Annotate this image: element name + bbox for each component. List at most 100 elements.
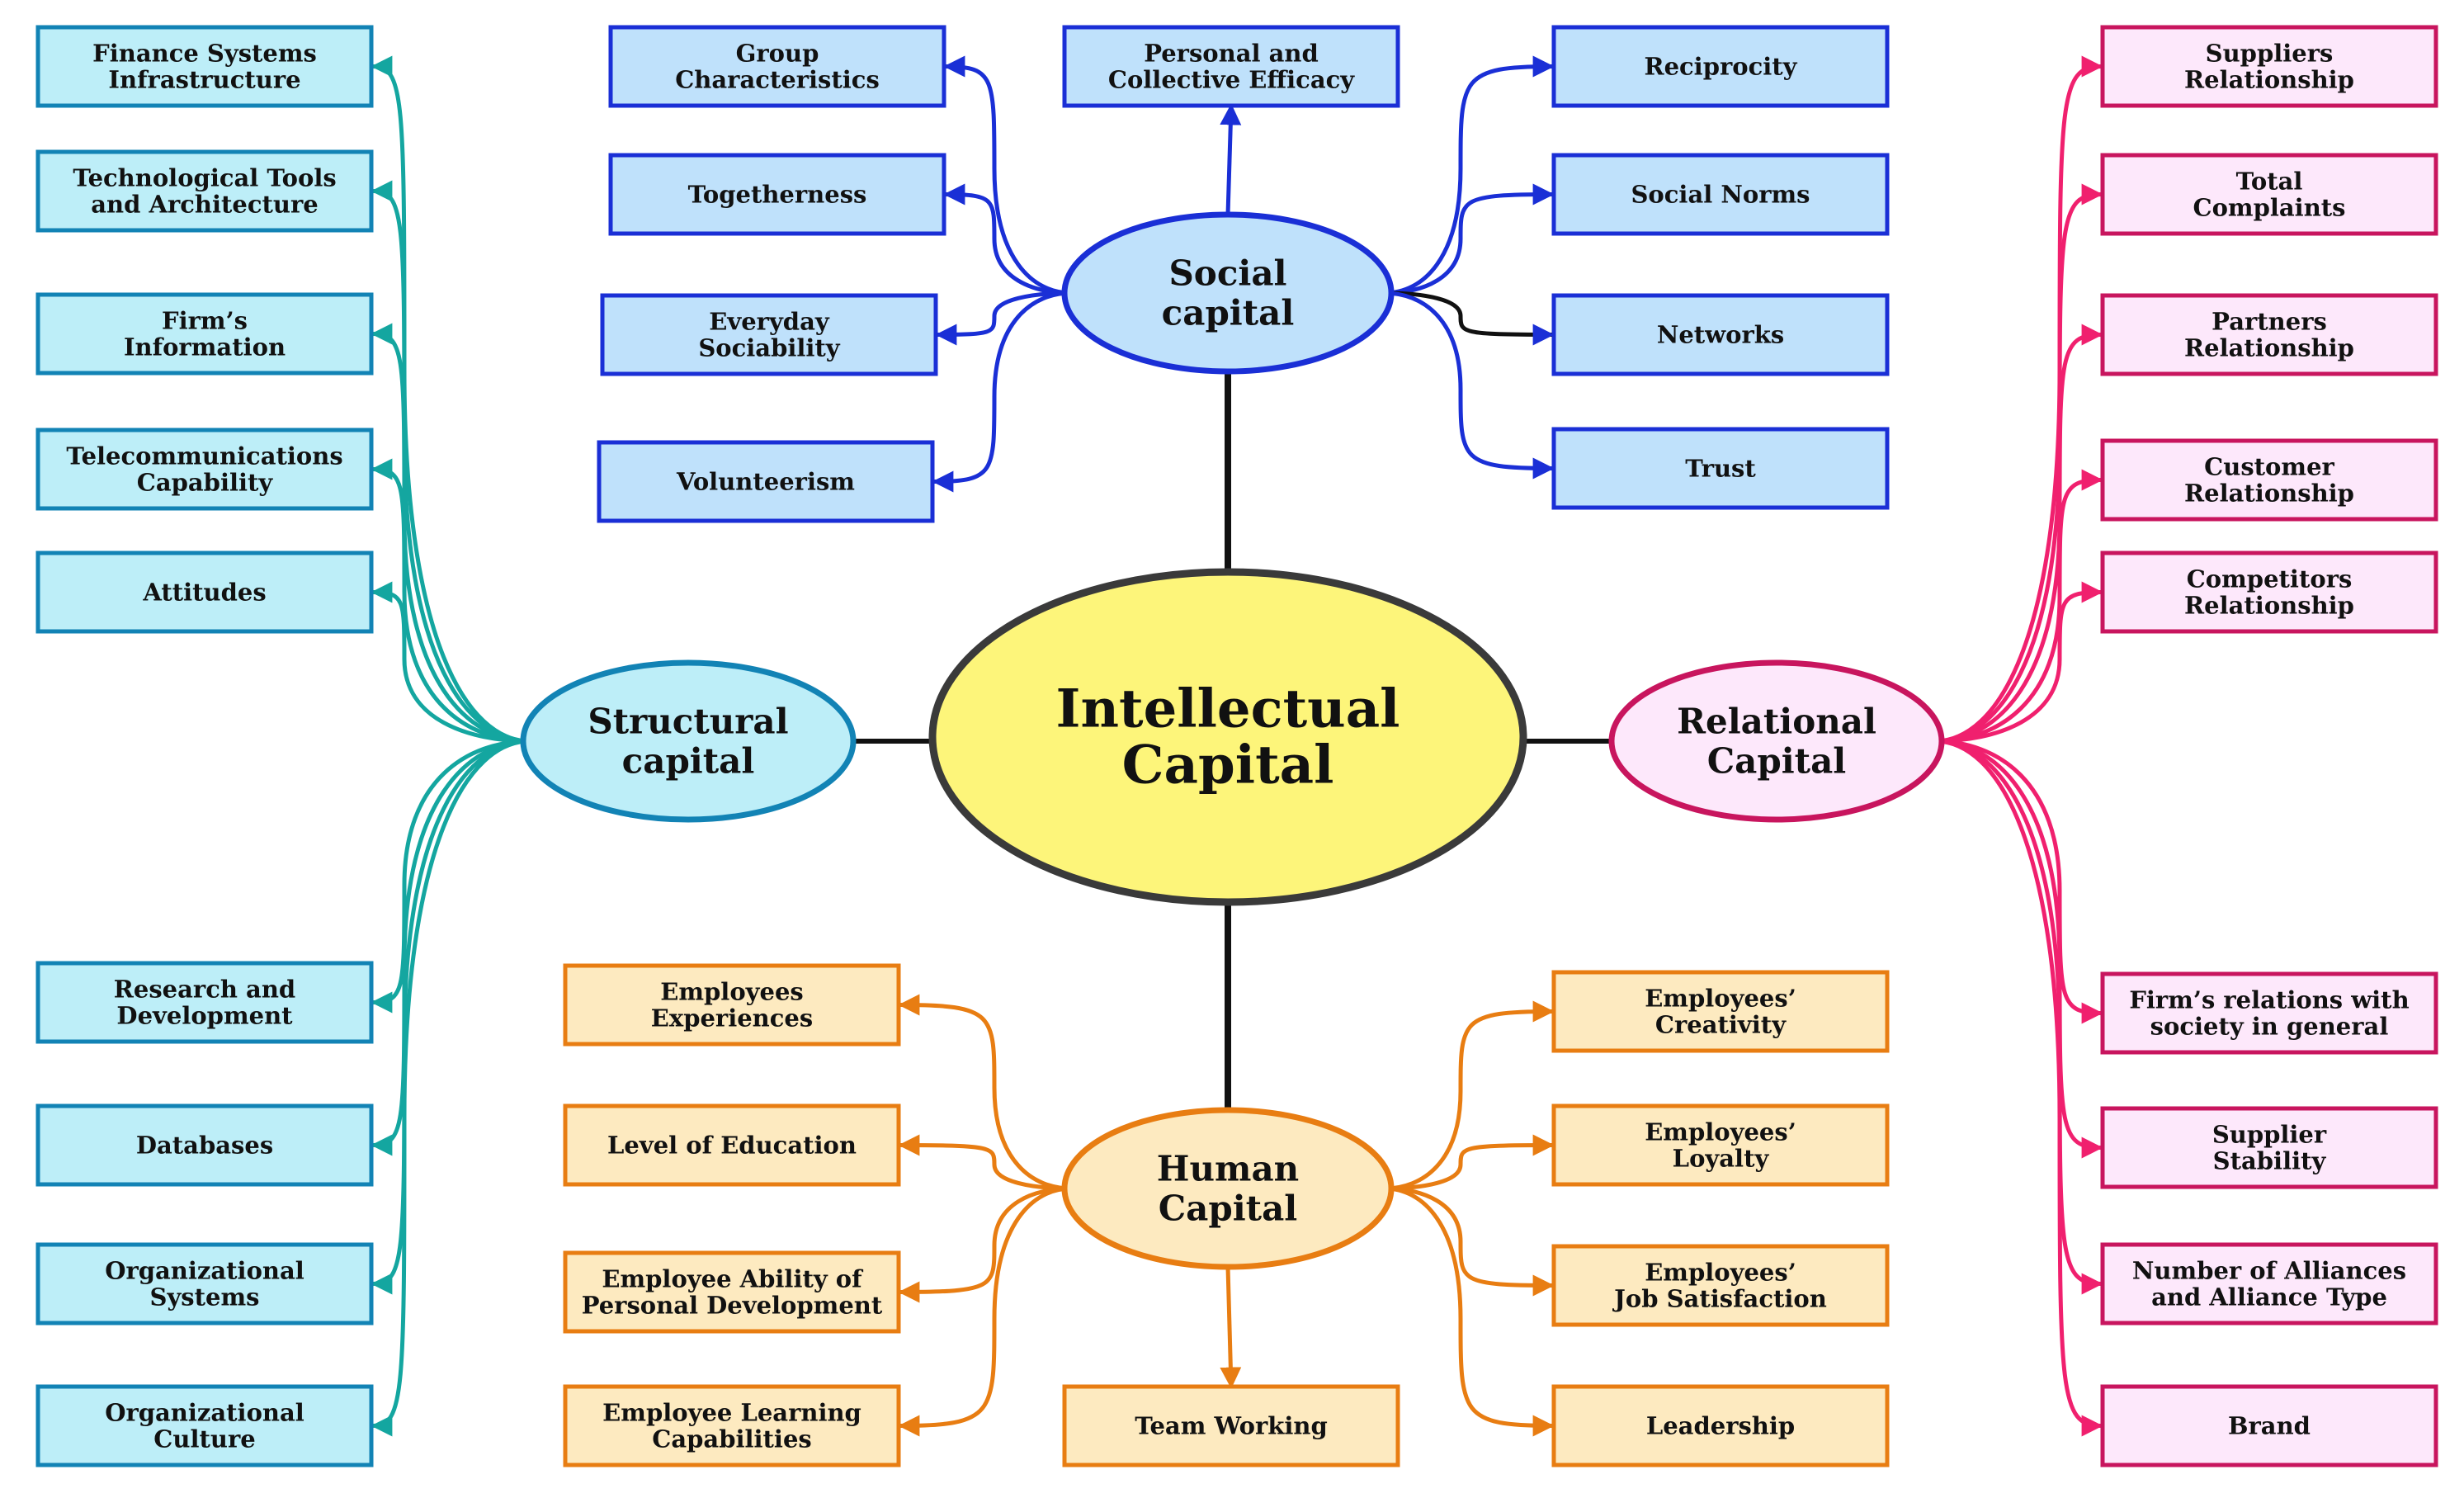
employees-job-satisfaction-label-line-1: Employees’ [1645,1259,1796,1287]
networks-label-line-1: Networks [1657,321,1784,349]
relational-capital-ellipse [1608,659,1945,823]
structural-box-frame [35,551,374,634]
leadership-label-line-1: Leadership [1646,1412,1795,1440]
human-box-employees-job-satisfaction: Employees’Job Satisfaction [1551,1244,1890,1327]
employee-ability-personal-development-label-line-1: Employee Ability of [602,1265,864,1293]
human-capital-label-line-1: Human [1157,1149,1299,1189]
relational-connector-brand [1934,739,2103,1437]
social-connector-trust [1384,291,1555,480]
intellectual-capital-label-line-2: Capital [1122,735,1334,796]
human-connector-employee-ability-personal-development [898,1186,1072,1303]
relational-connector-firms-relations-society [1934,739,2103,1024]
employee-learning-capabilities-label-line-1: Employee Learning [602,1399,861,1427]
group-characteristics-label-line-2: Characteristics [675,66,880,94]
partners-relationship-label-line-1: Partners [2211,308,2327,336]
human-capital-ellipse [1061,1107,1395,1270]
human-connector-employees-creativity [1384,1000,1555,1191]
relational-capital-label-line-2: Capital [1707,741,1847,782]
attitudes-label-line-1: Attitudes [142,579,266,607]
organizational-systems-label-line-1: Organizational [105,1257,304,1285]
human-box-frame [1551,1103,1890,1187]
supplier-stability-label-line-2: Stability [2213,1147,2327,1175]
competitors-relationship-label-line-2: Relationship [2184,592,2354,620]
team-working-label-line-1: Team Working [1135,1412,1328,1440]
human-connector-employees-experiences [898,994,1072,1191]
social-box-frame [608,25,946,108]
social-box-reciprocity: Reciprocity [1551,25,1890,108]
structural-box-databases: Databases [35,1103,374,1187]
structural-connector-finance-systems-infrastructure [371,55,531,744]
relational-box-frame [2100,1384,2438,1467]
relational-connector-supplier-stability [1934,739,2103,1159]
structural-capital-label-line-1: Structural [588,702,788,742]
human-connector-team-working [1220,1266,1242,1389]
finance-systems-infrastructure-label-line-2: Infrastructure [108,66,300,94]
social-connector-togetherness [943,183,1072,295]
structural-connector-databases [371,739,531,1156]
human-box-frame [563,1103,901,1187]
node-layer: GroupCharacteristicsTogethernessEveryday… [35,25,2438,1467]
human-box-team-working: Team Working [1062,1384,1400,1467]
togetherness-label-line-1: Togetherness [688,181,867,209]
human-box-employees-creativity: Employees’Creativity [1551,970,1890,1053]
human-box-frame [563,1250,901,1334]
employees-creativity-label-line-2: Creativity [1655,1011,1787,1039]
employees-job-satisfaction-label-line-2: Job Satisfaction [1612,1285,1827,1313]
structural-capital-label-line-2: capital [622,741,755,782]
social-norms-label-line-1: Social Norms [1631,181,1810,209]
social-box-frame [597,440,935,523]
relational-connector-competitors-relationship [1934,581,2103,744]
human-connector-employees-job-satisfaction [1384,1186,1555,1297]
structural-connector-organizational-systems [371,739,531,1295]
brand-label-line-1: Brand [2228,1412,2311,1440]
human-capital-label-line-2: Capital [1159,1188,1298,1229]
social-capital-ellipse [1061,211,1395,375]
social-capital-label-line-2: capital [1162,293,1295,333]
personal-collective-efficacy-label-line-2: Collective Efficacy [1108,66,1355,94]
telecommunications-capability-label-line-1: Telecommunications [66,442,342,470]
structural-capital-ellipse [520,659,857,823]
social-box-trust: Trust [1551,427,1890,510]
social-box-frame [1551,293,1890,376]
structural-box-frame [35,1242,374,1326]
everyday-sociability-label-line-1: Everyday [709,308,830,336]
structural-box-frame [35,149,374,233]
social-box-togetherness: Togetherness [608,153,946,236]
relational-box-frame [2100,153,2438,236]
databases-label-line-1: Databases [136,1132,273,1160]
human-connector-leadership [1384,1186,1555,1437]
intellectual-capital-ellipse [928,568,1527,906]
structural-box-frame [35,961,374,1044]
research-development-label-line-2: Development [116,1002,293,1030]
social-capital-label-line-1: Social [1168,253,1286,294]
human-box-frame [1062,1384,1400,1467]
relational-box-frame [2100,1106,2438,1189]
human-box-level-of-education: Level of Education [563,1103,901,1187]
human-box-leadership: Leadership [1551,1384,1890,1467]
structural-box-frame [35,428,374,511]
human-connector-employees-loyalty [1384,1134,1555,1191]
human-connector-employee-learning-capabilities [898,1186,1072,1437]
structural-connector-technological-tools-architecture [371,180,531,744]
firms-relations-society-label-line-1: Firm’s relations with [2129,986,2409,1014]
structural-box-frame [35,25,374,108]
total-complaints-label-line-1: Total [2236,168,2303,196]
organizational-culture-label-line-2: Culture [153,1425,255,1453]
employees-experiences-label-line-1: Employees [660,978,804,1006]
employees-creativity-label-line-1: Employees’ [1645,985,1796,1013]
employees-loyalty-label-line-2: Loyalty [1673,1145,1770,1173]
social-connector-personal-collective-efficacy [1220,103,1242,215]
human-box-frame [1551,970,1890,1053]
